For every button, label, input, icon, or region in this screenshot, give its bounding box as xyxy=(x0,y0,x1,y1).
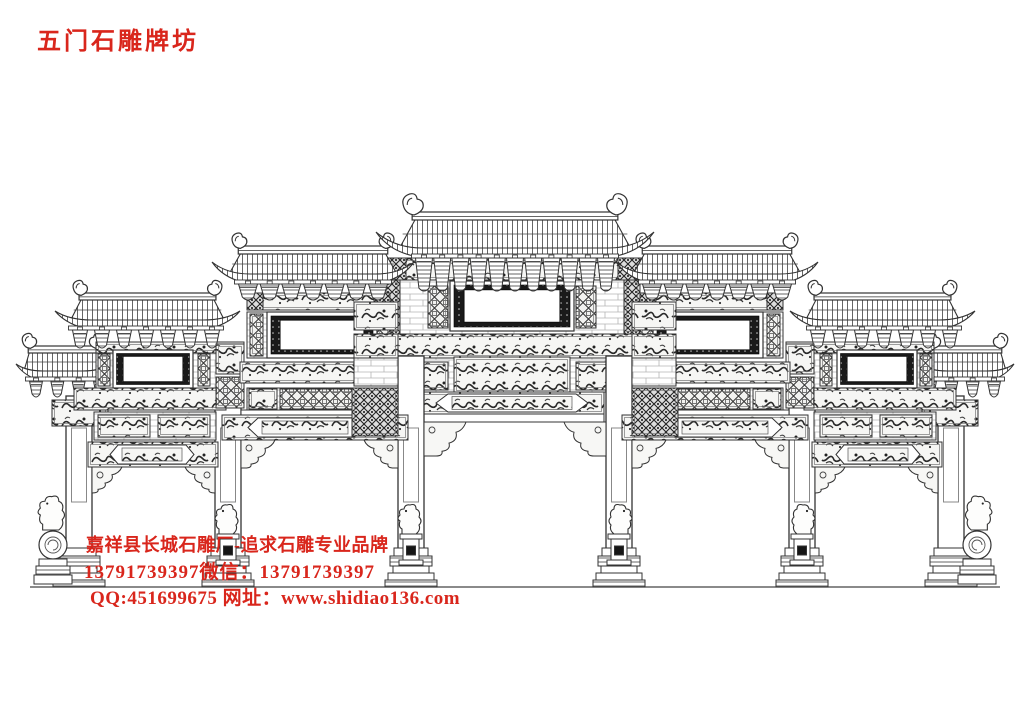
plaque-left-third xyxy=(112,349,194,389)
drum-stone-left xyxy=(33,495,73,585)
third-left-roof xyxy=(54,279,241,349)
contact-line-phone: 13791739397微信：13791739397 xyxy=(84,562,376,583)
contact-line-web: QQ:451699675 网址：www.shidiao136.com xyxy=(90,588,461,609)
archway-left-half xyxy=(15,232,467,588)
secondary-left-roof xyxy=(211,232,415,301)
page-title: 五门石雕牌坊 xyxy=(37,29,199,55)
central-roof xyxy=(375,193,655,292)
contact-line-company: 嘉祥县长城石雕厂-追求石雕专业品牌 xyxy=(86,535,389,555)
plaque-center xyxy=(449,280,575,332)
